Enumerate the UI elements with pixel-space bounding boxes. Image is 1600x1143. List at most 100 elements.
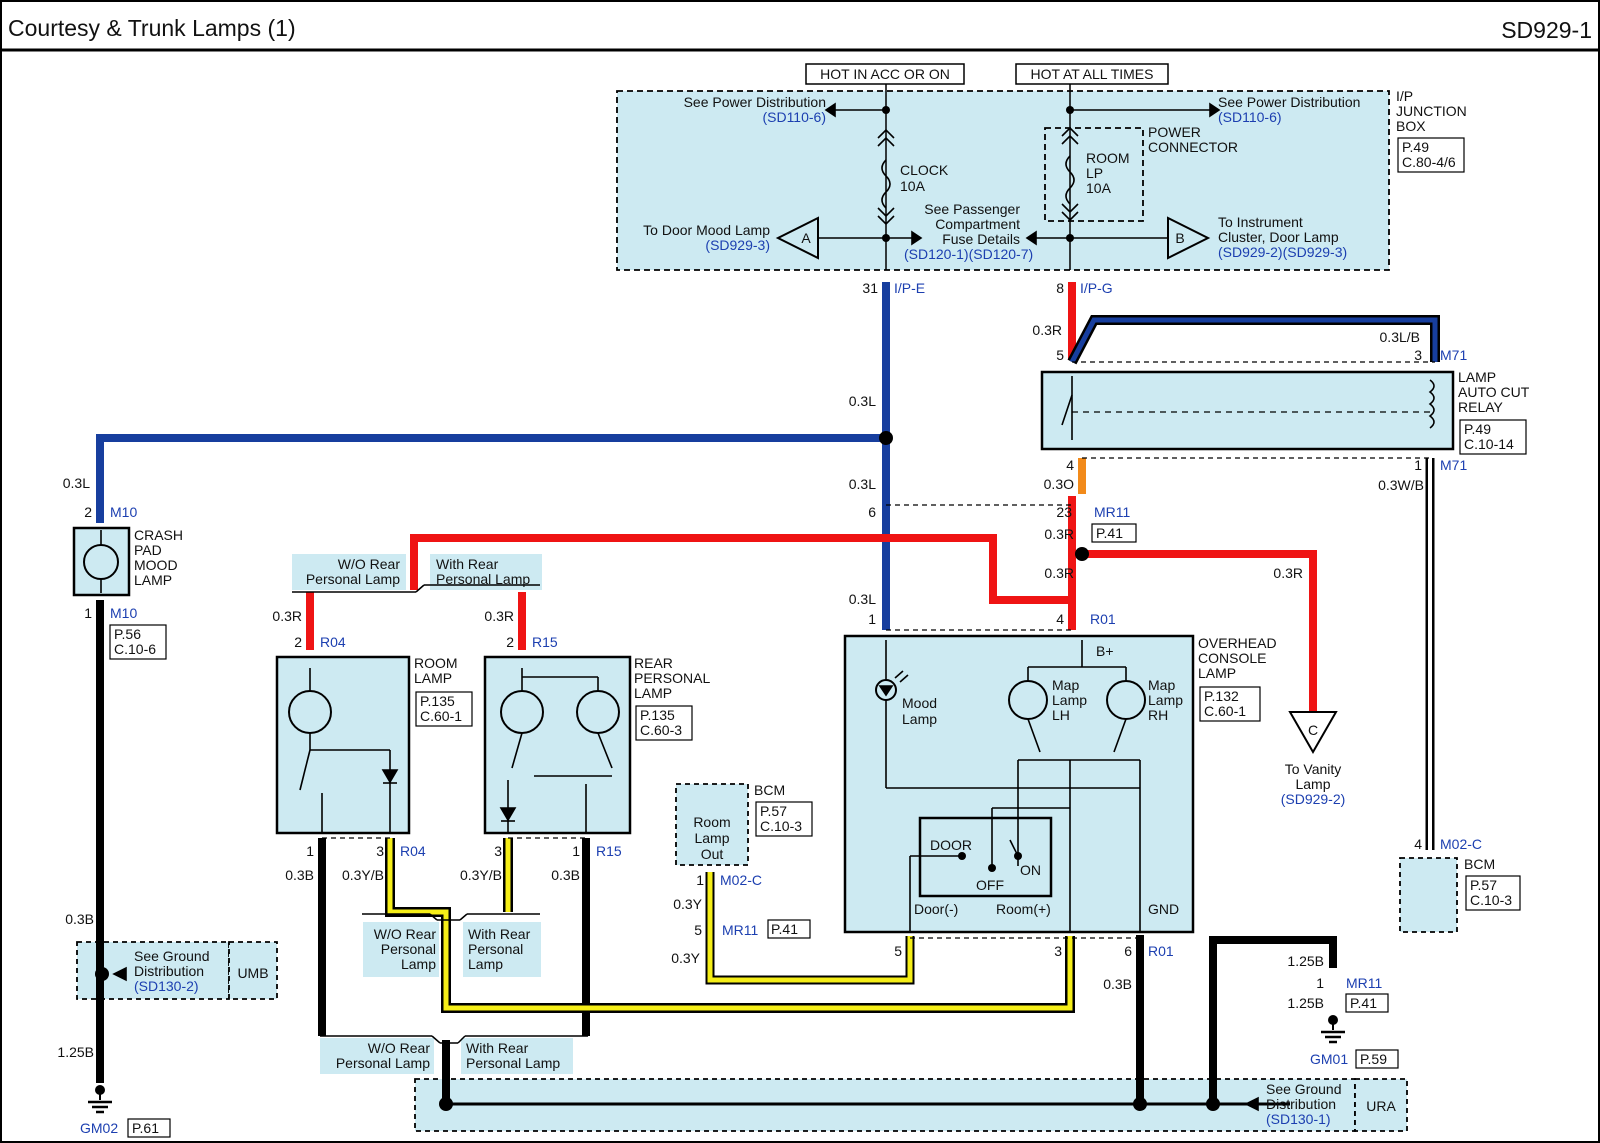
instrument-ref[interactable]: (SD929-2)(SD929-3) (1218, 244, 1347, 260)
relay-name-2: AUTO CUT (1458, 384, 1530, 400)
relay-name-3: RELAY (1458, 399, 1504, 415)
rear-name-1: REAR (634, 655, 673, 671)
crash-name-2: PAD (134, 542, 162, 558)
with-rear-bot-1: With Rear (466, 1040, 529, 1056)
mr11-wire2: 0.3R (1044, 565, 1074, 581)
with-rear-mid-2: Personal (468, 941, 523, 957)
vanity-labels: C To Vanity Lamp (SD929-2) (1281, 722, 1346, 807)
bcm-room-ref-1: P.57 (760, 803, 787, 819)
see-power-left-ref[interactable]: (SD110-6) (762, 109, 826, 125)
see-power-right-ref[interactable]: (SD110-6) (1218, 109, 1282, 125)
overhead-pin4: 4 (1056, 611, 1064, 627)
rear-wire3: 0.3Y/B (460, 867, 502, 883)
passenger-ref[interactable]: (SD120-1)(SD120-7) (904, 246, 1033, 262)
wire-blue-crash-pad (96, 434, 886, 523)
overhead-conn-top: R01 (1090, 611, 1116, 627)
room-fuse-label: ROOM (1086, 150, 1130, 166)
bcm-room-wire: 0.3Y (673, 896, 702, 912)
door-mood-label: To Door Mood Lamp (643, 222, 770, 238)
vanity-text-1: To Vanity (1285, 761, 1342, 777)
room-conn-bottom: R04 (400, 843, 426, 859)
ura-ref[interactable]: (SD130-1) (1266, 1111, 1331, 1127)
relay-name-1: LAMP (1458, 369, 1496, 385)
with-rear-top-panel (430, 554, 542, 590)
vanity-connector: C (1308, 722, 1318, 738)
door-switch-off: OFF (976, 877, 1004, 893)
bcm-room-labels: Room Lamp Out BCM P.57 C.10-3 1 M02-C 0.… (671, 782, 813, 966)
crash-conn-bottom: M10 (110, 605, 137, 621)
power-connector-box (1044, 127, 1144, 222)
bcm-room-box (675, 783, 749, 866)
overhead-bplus: B+ (1096, 643, 1114, 659)
rear-wire1: 0.3B (551, 867, 580, 883)
conn-ipe: I/P-E (894, 280, 925, 296)
bcm-room-conn-mr11: MR11 (722, 922, 759, 938)
overhead-pin1: 1 (868, 611, 876, 627)
wo-rear-top-panel (292, 554, 406, 590)
instrument-1: To Instrument (1218, 214, 1303, 230)
overhead-room-pos: Room(+) (996, 901, 1051, 917)
door-switch-on: ON (1020, 862, 1041, 878)
mood-lamp-2: Lamp (902, 711, 937, 727)
overhead-ref-1: P.132 (1204, 688, 1239, 704)
room-pin-top: 2 (294, 634, 302, 650)
rear-pin1: 1 (572, 843, 580, 859)
bcm-right-ref-2: C.10-3 (1470, 892, 1512, 908)
room-pin1: 1 (306, 843, 314, 859)
room-name-2: LAMP (414, 670, 452, 686)
pin-ipg: 8 (1056, 280, 1064, 296)
overhead-pin6: 6 (1124, 943, 1132, 959)
ura-tag: URA (1366, 1098, 1396, 1114)
with-rear-mid-1: With Rear (468, 926, 531, 942)
relay-pin1: 1 (1414, 457, 1422, 473)
junction-box-labels: HOT IN ACC OR ON HOT AT ALL TIMES I/P JU… (643, 63, 1467, 296)
connector-b-label: B (1175, 230, 1184, 246)
relay-pin3: 3 (1414, 347, 1422, 363)
room-wire1: 0.3B (285, 867, 314, 883)
relay-conn2: M71 (1440, 457, 1467, 473)
with-rear-bot-2: Personal Lamp (466, 1055, 560, 1071)
ground-ura-labels: See Ground Distribution (SD130-1) URA (1266, 1081, 1396, 1127)
overhead-name-1: OVERHEAD (1198, 635, 1277, 651)
door-switch-door: DOOR (930, 837, 972, 853)
clock-fuse-label: CLOCK (900, 162, 949, 178)
mr11-labels: 0.3L 0.3L 6 23 MR11 P.41 0.3R 0.3R 0.3R … (849, 393, 1303, 607)
bcm-room-text-3: Out (701, 846, 724, 862)
map-rh-1: Map (1148, 677, 1175, 693)
room-fuse-label-2: LP (1086, 165, 1103, 181)
clock-fuse-icon (881, 159, 891, 209)
map-lh-3: LH (1052, 707, 1070, 723)
bcm-room-name: BCM (754, 782, 785, 798)
umb-ref[interactable]: (SD130-2) (134, 978, 199, 994)
rear-wire-top: 0.3R (484, 608, 514, 624)
symbols (83, 102, 1435, 1114)
umb-tag: UMB (237, 965, 268, 981)
mr11-conn: MR11 (1094, 504, 1131, 520)
bcm-right-labels: 4 M02-C BCM P.57 C.10-3 (1414, 836, 1521, 911)
bcm-room-text-1: Room (693, 814, 730, 830)
rear-personal-lamp-box (483, 655, 632, 835)
umb-text-2: Distribution (134, 963, 204, 979)
room-pin3: 3 (376, 843, 384, 859)
room-fuse-amp: 10A (1086, 180, 1112, 196)
blue-wire-label-2: 0.3L (849, 476, 876, 492)
map-rh-2: Lamp (1148, 692, 1183, 708)
ipjb-name-3: BOX (1396, 118, 1426, 134)
mr11-pin6: 6 (868, 504, 876, 520)
rear-name-3: LAMP (634, 685, 672, 701)
overhead-name-3: LAMP (1198, 665, 1236, 681)
hot-all-label: HOT AT ALL TIMES (1031, 66, 1154, 82)
wo-rear-mid-3: Lamp (401, 956, 436, 972)
door-mood-ref[interactable]: (SD929-3) (705, 237, 770, 253)
vanity-ref[interactable]: (SD929-2) (1281, 791, 1346, 807)
room-ref-2: C.60-1 (420, 708, 462, 724)
crash-name-1: CRASH (134, 527, 183, 543)
room-lamp-labels: 0.3R 2 R04 ROOM LAMP P.135 C.60-1 1 3 R0… (272, 608, 473, 883)
overhead-console-box (843, 634, 1195, 934)
passenger-3: Fuse Details (942, 231, 1020, 247)
overhead-gnd: GND (1148, 901, 1179, 917)
overhead-ref-2: C.60-1 (1204, 703, 1246, 719)
gm02-ref: P.61 (132, 1120, 159, 1136)
mood-lamp-1: Mood (902, 695, 937, 711)
